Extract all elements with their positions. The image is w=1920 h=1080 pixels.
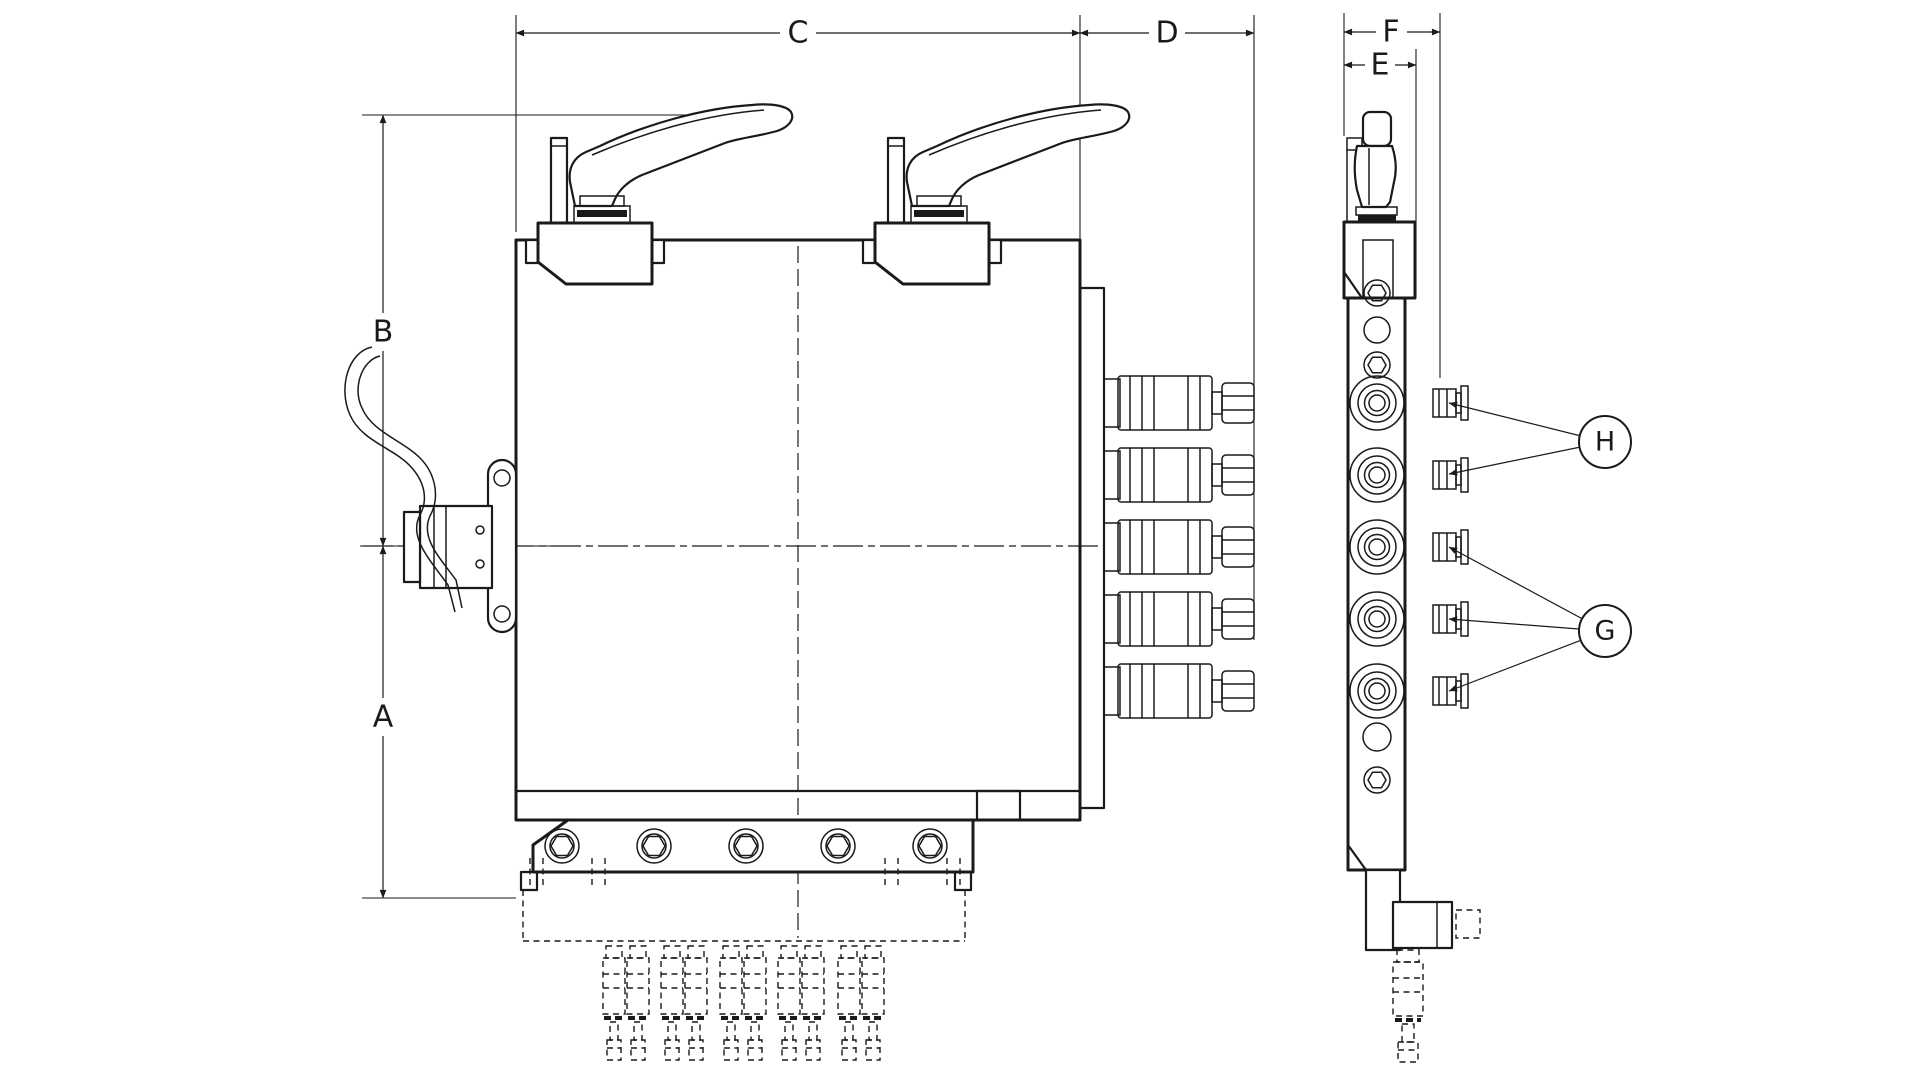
side-plate-chamfer: [1347, 844, 1367, 871]
dimension-f: F: [1343, 14, 1441, 50]
dimension-label-f: F: [1382, 15, 1399, 50]
dimension-d: D: [1079, 14, 1255, 52]
hidden-mating-outline: [522, 890, 966, 942]
side-bottom: [1364, 868, 1481, 1063]
rail-foot-right: [953, 870, 973, 892]
dimension-c: C: [515, 14, 1081, 52]
callout-g: G: [1448, 546, 1632, 692]
side-hidden-fitting: [1392, 949, 1424, 1063]
side-plate-features: [1349, 279, 1405, 794]
index-plunger: [344, 346, 518, 634]
callout-circle-h: [1578, 415, 1632, 469]
front-view: [344, 103, 1255, 1062]
callout-label-h: H: [1595, 427, 1615, 458]
hidden-fittings: [601, 944, 886, 1062]
side-plate: [1346, 296, 1407, 872]
clamp-base-block: [873, 221, 991, 286]
side-hidden-box: [1455, 909, 1481, 939]
body-right-boss: [975, 789, 1022, 822]
dimension-b: B: [364, 114, 402, 547]
rail-hidden-slots: [529, 858, 961, 888]
callout-h: H: [1448, 401, 1632, 476]
clamp-lever-handle: [568, 103, 794, 208]
dimension-label-e: E: [1371, 48, 1390, 83]
clamp-post: [549, 136, 569, 225]
side-view: [1342, 110, 1481, 1063]
clamp-base-block: [536, 221, 654, 286]
dimension-label-c: C: [788, 16, 809, 51]
rail-foot-left: [519, 870, 539, 892]
bottom-rail: [531, 818, 975, 874]
side-clamp-lever: [1346, 110, 1398, 222]
callout-circle-g: [1578, 604, 1632, 658]
side-block-chamfer: [1343, 271, 1363, 299]
r-clip: [344, 346, 463, 613]
side-bottom-block: [1391, 900, 1454, 950]
dimension-a: A: [364, 545, 402, 899]
callouts: H G: [1448, 401, 1632, 692]
clamp-right: [861, 103, 1131, 286]
front-couplings: [1103, 375, 1255, 719]
dimension-lines: C D F E B A: [360, 13, 1441, 899]
clamp-left: [524, 103, 794, 286]
dimension-label-a: A: [373, 700, 394, 735]
clamp-lever-handle: [905, 103, 1131, 208]
callout-label-g: G: [1595, 616, 1616, 647]
plunger-cylinder: [418, 504, 494, 590]
dimension-e: E: [1343, 47, 1417, 83]
dimension-label-d: D: [1155, 16, 1178, 51]
dimension-label-b: B: [373, 315, 394, 350]
lever-knob: [1361, 110, 1393, 148]
side-nipples: [1432, 385, 1469, 709]
coupling-mount-strip: [1078, 286, 1106, 810]
